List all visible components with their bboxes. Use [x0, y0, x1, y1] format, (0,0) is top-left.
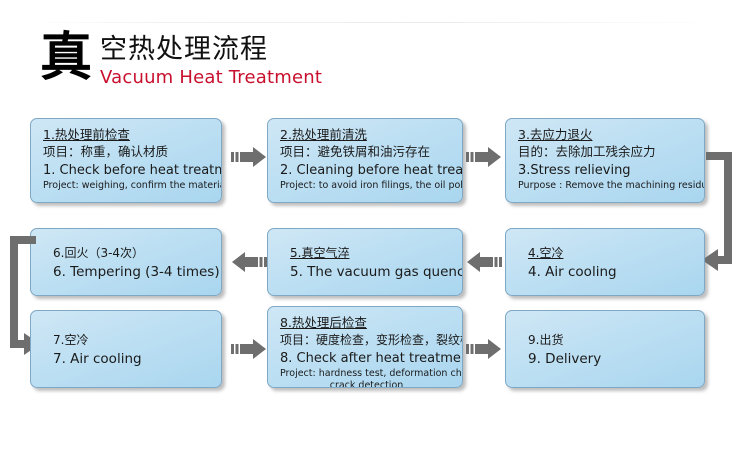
step-box-9[interactable]: 9.出货 9. Delivery — [505, 310, 705, 388]
step-box-7[interactable]: 7.空冷 7. Air cooling — [30, 310, 222, 388]
step-2-cn-title: 2.热处理前清洗 — [280, 127, 367, 142]
step-9-en-title: 9. Delivery — [528, 350, 602, 367]
step-4-cn-title: 4.空冷 — [528, 245, 564, 260]
step-2-en-detail: Project: to avoid iron filings, the oil … — [280, 180, 463, 191]
step-5-en-title: 5. The vacuum gas quenching — [290, 263, 462, 280]
step-6-cn-title: 6.回火（3-4次） — [53, 245, 145, 260]
step-3-en-title: 3.Stress relieving — [518, 163, 631, 178]
top-divider — [30, 22, 720, 23]
logo-character: 真 — [40, 28, 93, 88]
step-8-en-detail: Project: hardness test, deformation chec… — [280, 368, 463, 379]
connector-2-3-arrow — [466, 145, 502, 169]
step-8-cn-title: 8.热处理后检查 — [280, 315, 367, 330]
step-3-cn-title: 3.去应力退火 — [518, 127, 593, 142]
connector-8-9-arrow — [466, 337, 502, 361]
page-title-chinese: 空热处理流程 — [100, 34, 269, 65]
connector-6-7-bracket — [2, 236, 42, 361]
step-2-en-title: 2. Cleaning before heat treatment — [280, 163, 463, 178]
step-6-en-title: 6. Tempering (3-4 times) — [53, 263, 220, 280]
step-3-en-detail: Purpose : Remove the machining residual … — [518, 180, 704, 191]
step-box-4[interactable]: 4.空冷 4. Air cooling — [505, 228, 705, 296]
step-3-cn-detail: 目的：去除加工残余应力 — [518, 144, 656, 159]
step-1-cn-title: 1.热处理前检查 — [43, 127, 130, 142]
step-8-en-detail-2: crack detection — [329, 380, 404, 388]
connector-7-8-arrow — [231, 337, 267, 361]
step-9-cn-title: 9.出货 — [528, 332, 564, 347]
step-7-en-title: 7. Air cooling — [53, 350, 142, 367]
page-title-english: Vacuum Heat Treatment — [100, 67, 323, 88]
page-header: 真 空热处理流程 Vacuum Heat Treatment — [40, 30, 322, 89]
step-box-8[interactable]: 8.热处理后检查 项目：硬度检查，变形检查，裂纹检查 8. Check afte… — [267, 306, 463, 388]
step-8-cn-detail: 项目：硬度检查，变形检查，裂纹检查 — [280, 333, 462, 347]
step-7-cn-title: 7.空冷 — [53, 332, 89, 347]
connector-4-5-arrow — [466, 250, 502, 274]
step-1-en-title: 1. Check before heat treatment — [43, 163, 221, 178]
step-box-3[interactable]: 3.去应力退火 目的：去除加工残余应力 3.Stress relieving P… — [505, 118, 705, 203]
step-1-cn-detail: 项目：称重，确认材质 — [43, 144, 169, 159]
step-box-6[interactable]: 6.回火（3-4次） 6. Tempering (3-4 times) — [30, 228, 222, 296]
step-box-1[interactable]: 1.热处理前检查 项目：称重，确认材质 1. Check before heat… — [30, 118, 222, 203]
step-box-5[interactable]: 5.真空气淬 5. The vacuum gas quenching — [267, 228, 463, 296]
step-5-cn-title: 5.真空气淬 — [290, 245, 350, 260]
step-8-en-title: 8. Check after heat treatment — [280, 351, 463, 366]
connector-3-4-bracket — [700, 152, 740, 277]
connector-1-2-arrow — [231, 145, 267, 169]
step-4-en-title: 4. Air cooling — [528, 263, 617, 280]
title-block: 空热处理流程 Vacuum Heat Treatment — [100, 30, 322, 89]
step-box-2[interactable]: 2.热处理前清洗 项目：避免铁屑和油污存在 2. Cleaning before… — [267, 118, 463, 203]
step-2-cn-detail: 项目：避免铁屑和油污存在 — [280, 144, 431, 159]
step-1-en-detail: Project: weighing, confirm the material — [43, 180, 222, 191]
